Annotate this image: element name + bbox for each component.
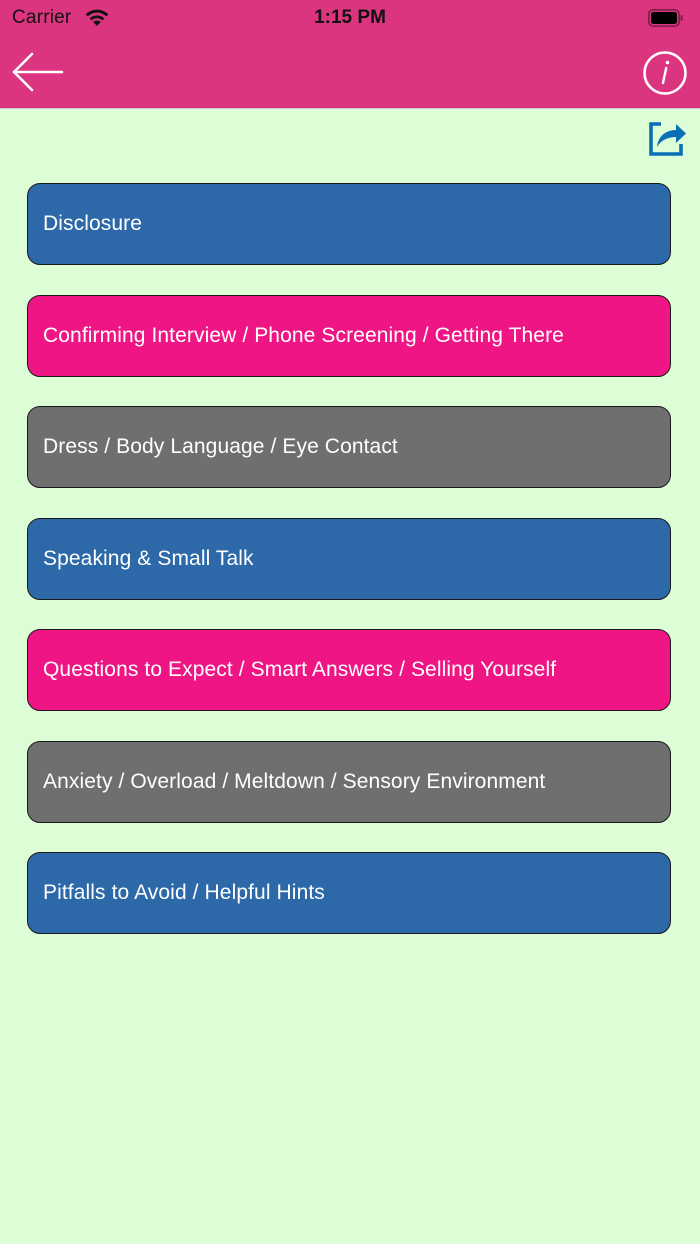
menu-item-label: Pitfalls to Avoid / Helpful Hints xyxy=(43,881,325,904)
wifi-icon xyxy=(84,7,110,27)
menu-item-label: Disclosure xyxy=(43,212,143,235)
carrier-label: Carrier xyxy=(12,7,72,28)
menu-item-label: Questions to Expect / Smart Answers / Se… xyxy=(43,658,557,681)
clock: 1:15 PM xyxy=(314,7,386,28)
menu-item-speaking-small-talk[interactable]: Speaking & Small Talk xyxy=(27,518,671,600)
menu-item-confirming-interview[interactable]: Confirming Interview / Phone Screening /… xyxy=(27,295,671,377)
share-icon xyxy=(646,122,688,163)
menu-item-dress-body-language[interactable]: Dress / Body Language / Eye Contact xyxy=(27,406,671,488)
menu-item-label: Confirming Interview / Phone Screening /… xyxy=(43,324,564,347)
menu-item-disclosure[interactable]: Disclosure xyxy=(27,183,671,265)
menu-item-anxiety-overload[interactable]: Anxiety / Overload / Meltdown / Sensory … xyxy=(27,741,671,823)
battery-full-icon xyxy=(648,9,684,27)
menu-item-label: Dress / Body Language / Eye Contact xyxy=(43,435,398,458)
back-button[interactable] xyxy=(10,50,66,94)
status-bar: Carrier 1:15 PM xyxy=(0,0,700,36)
menu-item-questions-to-expect[interactable]: Questions to Expect / Smart Answers / Se… xyxy=(27,629,671,711)
share-button[interactable] xyxy=(646,119,688,159)
menu-item-label: Anxiety / Overload / Meltdown / Sensory … xyxy=(43,770,546,793)
info-circle-icon xyxy=(642,51,688,100)
app-header: Carrier 1:15 PM xyxy=(0,0,700,109)
menu-item-label: Speaking & Small Talk xyxy=(43,547,254,570)
menu-item-pitfalls-to-avoid[interactable]: Pitfalls to Avoid / Helpful Hints xyxy=(27,852,671,934)
navigation-bar xyxy=(0,36,700,108)
info-button[interactable] xyxy=(642,50,688,96)
arrow-left-icon xyxy=(10,52,66,98)
